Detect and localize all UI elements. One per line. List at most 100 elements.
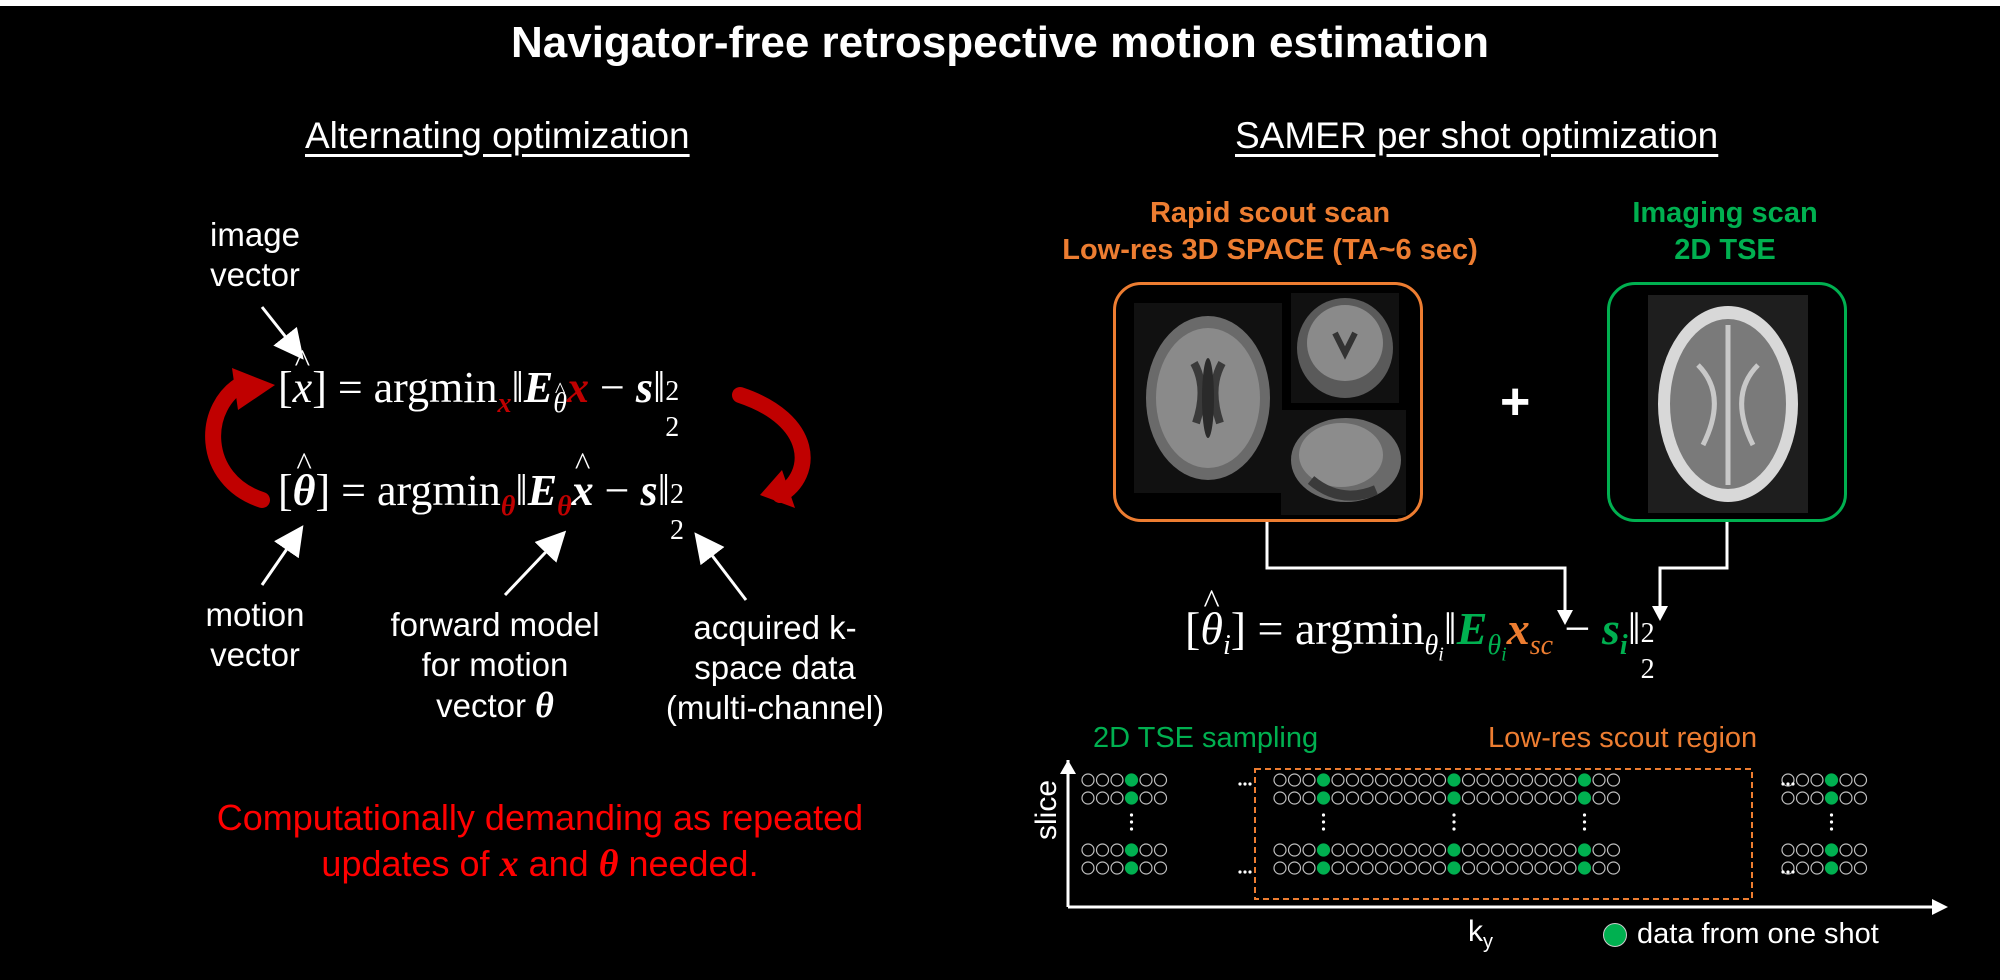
scout-scan-panel bbox=[1113, 282, 1423, 522]
sampled-point bbox=[1124, 773, 1139, 787]
unsampled-point bbox=[1490, 861, 1505, 875]
unsampled-point bbox=[1273, 861, 1287, 875]
unsampled-point bbox=[1302, 843, 1316, 857]
unsampled-point bbox=[1461, 861, 1476, 875]
sampled-point bbox=[1447, 773, 1461, 787]
samer-equation: [θi] = argminθi‖Eθixsc − si‖22 bbox=[1185, 602, 1663, 685]
unsampled-point bbox=[1095, 843, 1110, 857]
ellipsis-dot bbox=[1238, 870, 1242, 874]
unsampled-point bbox=[1081, 773, 1095, 787]
scout-region-box bbox=[1254, 768, 1753, 900]
ellipsis-dot bbox=[1321, 820, 1326, 824]
unsampled-point bbox=[1139, 843, 1153, 857]
acquired-data-label: acquired k-space data(multi-channel) bbox=[665, 609, 885, 726]
right-cycle-arrowhead-icon bbox=[760, 470, 795, 508]
unsampled-point bbox=[1095, 861, 1110, 875]
unsampled-point bbox=[1139, 773, 1153, 787]
unsampled-point bbox=[1418, 843, 1432, 857]
motion-vector-arrow-icon bbox=[260, 525, 304, 586]
plus-sign: + bbox=[1500, 373, 1531, 431]
unsampled-point bbox=[1519, 773, 1534, 787]
unsampled-point bbox=[1432, 791, 1447, 805]
unsampled-point bbox=[1592, 791, 1606, 805]
slice-axis-label: slice bbox=[1030, 779, 1063, 840]
imaging-connector-arrow-icon bbox=[1658, 522, 1729, 610]
unsampled-point bbox=[1563, 773, 1577, 787]
unsampled-point bbox=[1519, 791, 1534, 805]
unsampled-point bbox=[1081, 791, 1095, 805]
ellipsis-dot bbox=[1582, 827, 1587, 831]
unsampled-point bbox=[1110, 861, 1124, 875]
unsampled-point bbox=[1360, 843, 1374, 857]
sampled-point bbox=[1577, 791, 1592, 805]
unsampled-point bbox=[1302, 861, 1316, 875]
unsampled-point bbox=[1548, 791, 1563, 805]
unsampled-point bbox=[1853, 861, 1868, 875]
unsampled-point bbox=[1795, 843, 1810, 857]
sampled-point bbox=[1124, 843, 1139, 857]
sampled-point bbox=[1316, 791, 1331, 805]
ellipsis-dot bbox=[1452, 820, 1456, 824]
unsampled-point bbox=[1548, 773, 1563, 787]
sampled-point bbox=[1577, 843, 1592, 857]
unsampled-point bbox=[1389, 861, 1403, 875]
slide-title: Navigator-free retrospective motion esti… bbox=[510, 18, 1489, 67]
unsampled-point bbox=[1781, 791, 1795, 805]
scout-coronal-image bbox=[1291, 293, 1399, 403]
forward-model-arrow-icon bbox=[503, 530, 567, 597]
unsampled-point bbox=[1476, 861, 1490, 875]
sampling-grid bbox=[1060, 760, 1948, 915]
unsampled-point bbox=[1081, 861, 1095, 875]
unsampled-point bbox=[1153, 773, 1168, 787]
unsampled-point bbox=[1360, 791, 1374, 805]
ellipsis-dot bbox=[1129, 813, 1134, 817]
unsampled-point bbox=[1273, 791, 1287, 805]
unsampled-point bbox=[1839, 791, 1853, 805]
unsampled-point bbox=[1476, 791, 1490, 805]
ellipsis-dot bbox=[1321, 827, 1326, 831]
unsampled-point bbox=[1418, 861, 1432, 875]
unsampled-point bbox=[1273, 843, 1287, 857]
tse-sampling-legend: 2D TSE sampling bbox=[1093, 722, 1319, 754]
unsampled-point bbox=[1139, 861, 1153, 875]
sampled-point bbox=[1824, 791, 1839, 805]
unsampled-point bbox=[1418, 773, 1432, 787]
green-dot-icon bbox=[1603, 923, 1627, 948]
unsampled-point bbox=[1476, 773, 1490, 787]
left-cycle-arrowhead-icon bbox=[232, 368, 275, 410]
ellipsis-dot bbox=[1582, 820, 1587, 824]
unsampled-point bbox=[1095, 773, 1110, 787]
ellipsis-dot bbox=[1248, 782, 1252, 786]
sampled-point bbox=[1124, 791, 1139, 805]
unsampled-point bbox=[1081, 843, 1095, 857]
unsampled-point bbox=[1534, 791, 1548, 805]
sampled-point bbox=[1447, 843, 1461, 857]
equation-x-update: [x] = argminx‖Eθx − s‖22 bbox=[278, 362, 687, 443]
unsampled-point bbox=[1476, 843, 1490, 857]
sampled-point bbox=[1316, 861, 1331, 875]
unsampled-point bbox=[1563, 843, 1577, 857]
unsampled-point bbox=[1795, 861, 1810, 875]
computational-note: Computationally demanding as repeated up… bbox=[216, 797, 864, 885]
unsampled-point bbox=[1095, 791, 1110, 805]
unsampled-point bbox=[1592, 773, 1606, 787]
unsampled-point bbox=[1534, 843, 1548, 857]
sampled-point bbox=[1447, 861, 1461, 875]
unsampled-point bbox=[1853, 843, 1868, 857]
scout-axial-image bbox=[1134, 303, 1282, 493]
unsampled-point bbox=[1153, 843, 1168, 857]
sampled-point bbox=[1316, 843, 1331, 857]
acquired-data-arrow-icon bbox=[694, 532, 748, 601]
unsampled-point bbox=[1795, 773, 1810, 787]
unsampled-point bbox=[1374, 773, 1389, 787]
unsampled-point bbox=[1490, 843, 1505, 857]
unsampled-point bbox=[1461, 843, 1476, 857]
unsampled-point bbox=[1505, 773, 1519, 787]
right-connectors bbox=[1265, 522, 1729, 625]
unsampled-point bbox=[1781, 843, 1795, 857]
unsampled-point bbox=[1606, 861, 1621, 875]
unsampled-point bbox=[1432, 773, 1447, 787]
unsampled-point bbox=[1331, 773, 1345, 787]
